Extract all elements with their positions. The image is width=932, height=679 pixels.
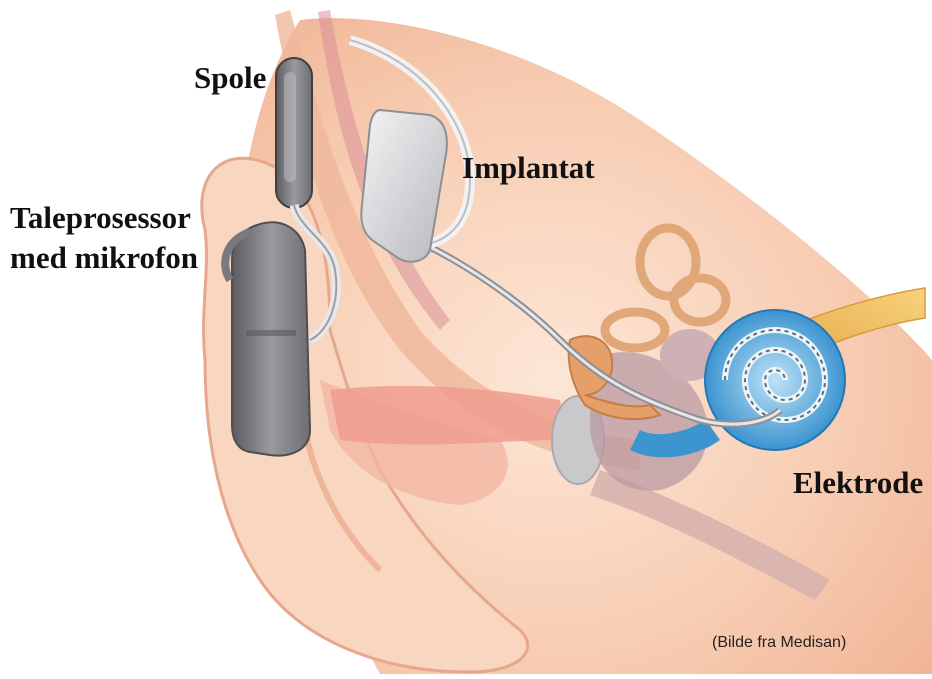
label-taleprosessor-line1: Taleprosessor <box>10 200 191 236</box>
label-taleprosessor-line2: med mikrofon <box>10 240 198 276</box>
speech-processor <box>232 222 310 455</box>
label-implantat: Implantat <box>462 150 595 186</box>
image-credit: (Bilde fra Medisan) <box>712 634 846 652</box>
label-elektrode: Elektrode <box>793 465 923 501</box>
label-spole: Spole <box>194 60 266 96</box>
